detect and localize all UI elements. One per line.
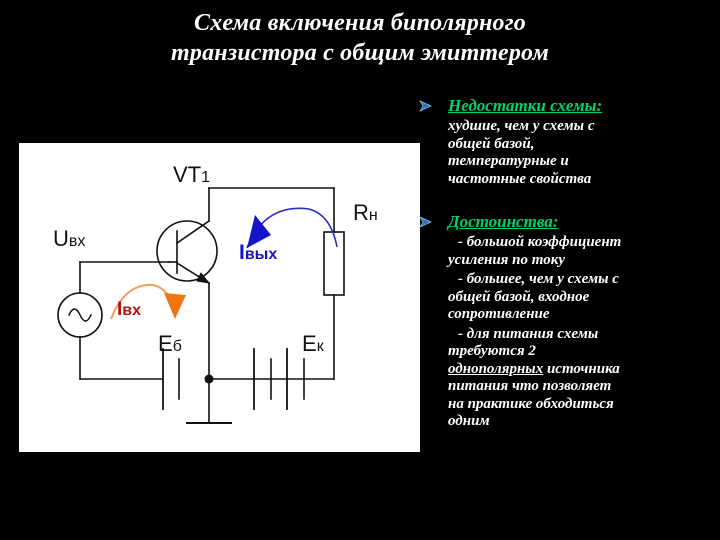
title-line-1: Схема включения биполярного [193, 10, 526, 36]
text-advantages-a: - большой коэффициент усиления по току [448, 234, 718, 269]
underlined-word: однополярных [448, 360, 544, 377]
label-input-voltage: Uвх [53, 226, 86, 251]
title-line-2: транзистора с общим эмиттером [171, 40, 549, 66]
label-base-supply: Eб [158, 331, 182, 356]
circuit-diagram-panel [19, 143, 420, 452]
text-line: общей базой, [448, 135, 535, 152]
heading-disadvantages: Недостатки схемы: [448, 96, 603, 115]
text-line: усиления по току [448, 251, 565, 268]
base-battery-symbol [162, 348, 180, 410]
circuit-schematic-svg [57, 187, 345, 424]
text-line: на практике обходиться [448, 395, 614, 412]
text-line: одним [448, 413, 490, 429]
label-load-resistor: Rн [353, 200, 378, 225]
text-line: питания что позволяет [448, 378, 612, 394]
page-title: Схема включения биполярного транзистора … [40, 8, 680, 68]
arrow-bullet-icon [418, 98, 434, 114]
content-text-panel: Недостатки схемы: худшие, чем у схемы с … [418, 96, 718, 536]
text-line: - большее, чем у схемы с [458, 271, 619, 287]
text-line: сопротивление [448, 306, 550, 322]
junction-dot [204, 374, 214, 384]
text-line-underlined: однополярных источника [448, 361, 718, 379]
text-advantages-c: - для питания схемы требуются 2 однополя… [448, 326, 718, 431]
text-disadvantages: худшие, чем у схемы с общей базой, темпе… [448, 118, 718, 188]
text-line: общей базой, входное [448, 288, 590, 305]
npn-transistor-symbol [156, 219, 218, 285]
heading-advantages: Достоинства: [448, 212, 559, 231]
arrow-bullet-icon [418, 214, 434, 230]
text-line: требуются 2 [448, 343, 536, 359]
label-collector-supply: Eк [302, 331, 324, 356]
text-line: температурные и [448, 153, 569, 169]
text-line: худшие, чем у схемы с [448, 118, 595, 134]
text-line: частотные свойства [448, 170, 592, 187]
text-line-rest: источника [543, 360, 620, 377]
label-output-current: Iвых [239, 241, 278, 264]
load-resistor-symbol [323, 231, 345, 296]
text-line: - большой коэффициент [458, 234, 622, 250]
input-current-arrow [110, 283, 186, 320]
bullet-disadvantages: Недостатки схемы: [418, 96, 718, 116]
label-transistor: VT1 [173, 162, 211, 187]
ac-source-icon [57, 292, 103, 338]
bullet-advantages: Достоинства: [418, 212, 718, 232]
text-line: - для питания схемы [458, 325, 599, 342]
collector-battery-symbol [253, 348, 305, 410]
text-advantages-b: - большее, чем у схемы с общей базой, вх… [448, 271, 718, 324]
spacer [418, 188, 718, 212]
output-current-arrow [246, 207, 338, 249]
label-input-current: Iвх [117, 299, 142, 320]
